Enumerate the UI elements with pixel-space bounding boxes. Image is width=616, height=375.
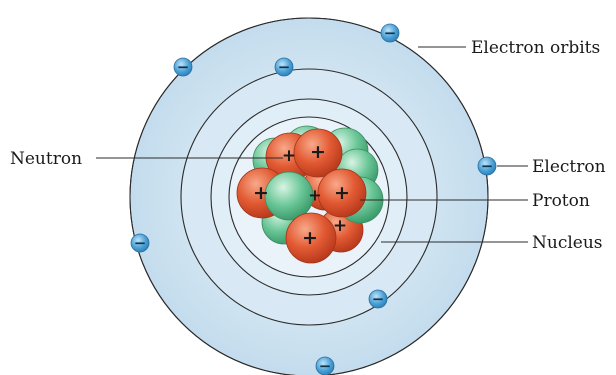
label-electron: Electron bbox=[532, 157, 606, 177]
label-nucleus: Nucleus bbox=[532, 233, 603, 253]
electron-sign: − bbox=[481, 157, 494, 175]
electron-sign: − bbox=[319, 357, 332, 375]
proton-sign: + bbox=[308, 186, 321, 205]
electron-particle: − bbox=[316, 357, 334, 375]
proton-sign: + bbox=[302, 227, 318, 249]
proton-sign: + bbox=[310, 141, 326, 163]
electron-sign: − bbox=[278, 58, 291, 76]
label-proton: Proton bbox=[532, 191, 590, 211]
electron-sign: − bbox=[134, 234, 147, 252]
neutron-particle bbox=[265, 172, 313, 220]
electron-sign: − bbox=[372, 290, 385, 308]
electron-particle: − bbox=[174, 58, 192, 76]
label-electron-orbits: Electron orbits bbox=[471, 38, 600, 58]
label-neutron: Neutron bbox=[10, 149, 82, 169]
proton-sign: + bbox=[334, 182, 350, 204]
electron-particle: − bbox=[478, 157, 496, 175]
electron-particle: − bbox=[381, 24, 399, 42]
electron-sign: − bbox=[177, 58, 190, 76]
electron-particle: − bbox=[131, 234, 149, 252]
proton-sign: + bbox=[253, 182, 269, 204]
proton-sign: + bbox=[282, 146, 296, 166]
electron-particle: − bbox=[275, 58, 293, 76]
electron-particle: − bbox=[369, 290, 387, 308]
electron-sign: − bbox=[384, 24, 397, 42]
proton-sign: + bbox=[333, 216, 347, 236]
